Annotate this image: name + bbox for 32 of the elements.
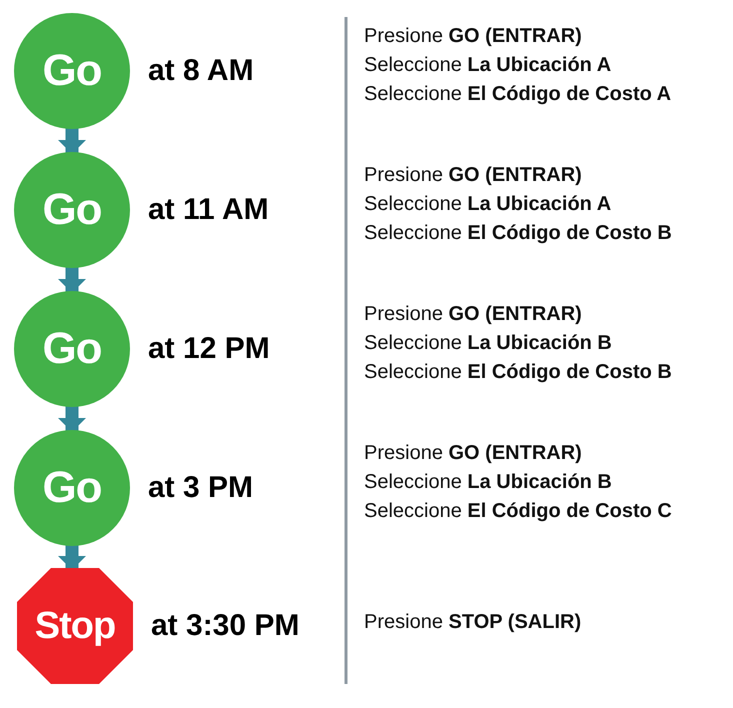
- instruction-text: Seleccione El Código de Costo B: [364, 221, 672, 245]
- go-circle: [14, 291, 130, 407]
- instruction-text: Seleccione La Ubicación A: [364, 53, 612, 77]
- time-label: at 12 PM: [148, 332, 270, 366]
- sign-word: Go: [42, 185, 102, 235]
- arrow: [58, 267, 86, 293]
- instruction-text: Presione GO (ENTRAR): [364, 24, 582, 48]
- instruction-text: Seleccione El Código de Costo A: [364, 82, 672, 106]
- sign-word: Go: [42, 46, 102, 96]
- instruction-text: Seleccione El Código de Costo B: [364, 360, 672, 384]
- instruction-text: Seleccione La Ubicación A: [364, 192, 612, 216]
- time-label: at 3:30 PM: [151, 609, 300, 643]
- instruction-text: Seleccione La Ubicación B: [364, 331, 612, 355]
- sign-word: Stop: [34, 604, 116, 648]
- time-label: at 8 AM: [148, 54, 254, 88]
- arrow: [58, 406, 86, 432]
- time-label: at 11 AM: [148, 193, 269, 227]
- instruction-text: Presione GO (ENTRAR): [364, 441, 582, 465]
- go-circle: [14, 430, 130, 546]
- arrow: [58, 545, 86, 570]
- instruction-text: Seleccione El Código de Costo C: [364, 499, 672, 523]
- time-label: at 3 PM: [148, 471, 254, 505]
- sign-word: Go: [42, 324, 102, 374]
- stop-octagon: [17, 568, 133, 684]
- instruction-text: Presione GO (ENTRAR): [364, 302, 582, 326]
- instruction-text: Presione STOP (SALIR): [364, 610, 582, 634]
- instruction-text: Presione GO (ENTRAR): [364, 163, 582, 187]
- arrow: [58, 128, 86, 154]
- go-circle: [14, 13, 130, 129]
- go-circle: [14, 152, 130, 268]
- instruction-text: Seleccione La Ubicación B: [364, 470, 612, 494]
- sign-word: Go: [42, 463, 102, 513]
